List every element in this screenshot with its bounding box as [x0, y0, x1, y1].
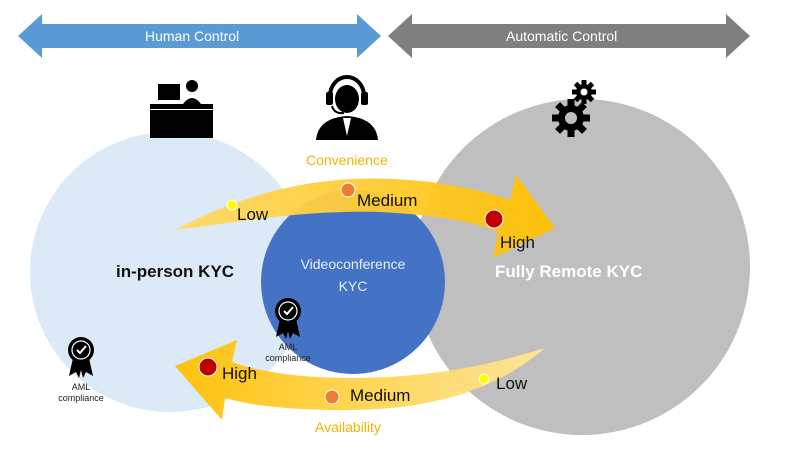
headset-operator-icon — [316, 75, 378, 140]
aml-compliance-left: AML compliance — [46, 382, 116, 404]
convenience-low-label: Low — [237, 205, 269, 224]
videoconference-line2: KYC — [338, 278, 368, 294]
automatic-control-arrow — [388, 14, 750, 58]
availability-high-label: High — [222, 364, 257, 383]
fully-remote-circle — [414, 99, 750, 435]
gears-icon — [552, 80, 596, 137]
convenience-high-label: High — [500, 233, 535, 252]
availability-high-dot — [198, 357, 218, 377]
convenience-arrow — [175, 175, 555, 258]
convenience-low-dot — [226, 199, 238, 211]
aml-center-line2: compliance — [265, 353, 311, 363]
availability-low-label: Low — [496, 374, 528, 393]
aml-badge-icon — [275, 298, 301, 339]
availability-medium-label: Medium — [350, 386, 411, 405]
convenience-medium-dot — [340, 182, 356, 198]
convenience-title: Convenience — [306, 152, 388, 168]
availability-title: Availability — [315, 419, 381, 435]
convenience-high-dot — [484, 209, 504, 229]
fully-remote-kyc-title: Fully Remote KYC — [495, 262, 643, 281]
in-person-kyc-title: in-person KYC — [116, 262, 235, 281]
videoconference-kyc-title: Videoconference KYC — [283, 253, 423, 297]
videoconference-circle — [261, 190, 445, 374]
aml-compliance-center: AML compliance — [253, 342, 323, 364]
availability-medium-dot — [324, 389, 340, 405]
videoconference-line1: Videoconference — [300, 256, 406, 272]
availability-arrow — [175, 340, 545, 420]
human-control-arrow — [18, 14, 381, 58]
availability-low-dot — [478, 373, 490, 385]
aml-badge-icon — [68, 337, 94, 378]
aml-center-line1: AML — [278, 342, 298, 352]
automatic-control-label: Automatic Control — [506, 28, 618, 44]
aml-left-line1: AML — [71, 382, 91, 392]
human-control-label: Human Control — [145, 28, 240, 44]
convenience-medium-label: Medium — [357, 191, 418, 210]
desk-person-icon — [150, 80, 213, 138]
aml-left-line2: compliance — [58, 393, 104, 403]
